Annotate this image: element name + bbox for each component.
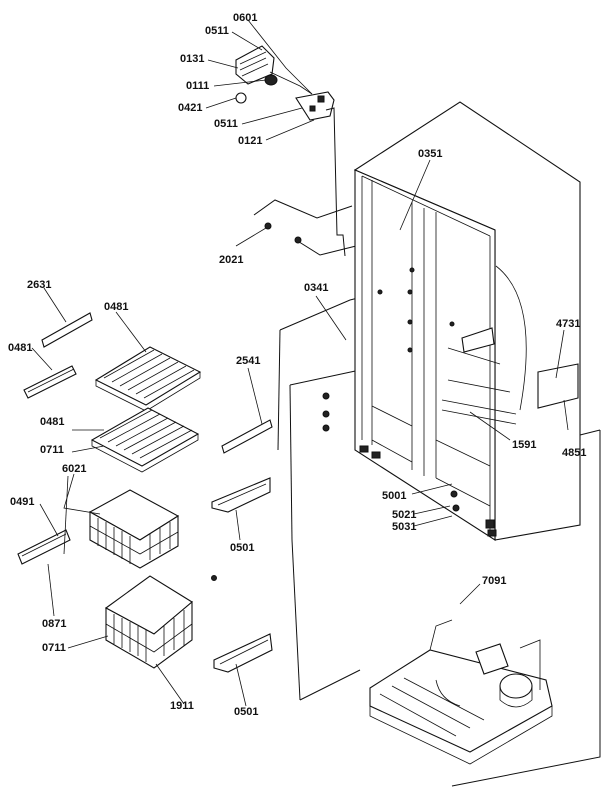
label-4851: 4851: [562, 447, 586, 459]
label-0131: 0131: [180, 53, 204, 65]
leader-lines: [31, 19, 569, 707]
label-0421: 0421: [178, 102, 202, 114]
label-0121: 0121: [238, 135, 262, 147]
label-0491: 0491: [10, 496, 34, 508]
label-0481-left: 0481: [8, 342, 32, 354]
label-5001: 5001: [382, 490, 406, 502]
label-0351: 0351: [418, 148, 442, 160]
label-0511-bottom: 0511: [214, 118, 238, 130]
label-1911: 1911: [170, 700, 194, 712]
glass-shelves: [90, 346, 202, 473]
label-0871: 0871: [42, 618, 66, 630]
label-0481-mid: 0481: [40, 416, 64, 428]
cabinet: [353, 101, 581, 542]
label-0711-lower: 0711: [42, 642, 66, 654]
label-0111: 0111: [186, 80, 209, 92]
label-1591: 1591: [512, 439, 536, 451]
label-0511-top: 0511: [205, 25, 229, 37]
label-0601: 0601: [233, 12, 257, 24]
fan-motor-assembly: [235, 45, 335, 121]
label-0341: 0341: [304, 282, 328, 294]
label-2631: 2631: [27, 279, 51, 291]
label-4731: 4731: [556, 318, 580, 330]
label-0501-lower: 0501: [234, 706, 258, 718]
part-number-labels: 0601 0511 0131 0111 0421 0511 0121 0351 …: [8, 12, 586, 718]
label-5031: 5031: [392, 521, 416, 533]
wire-baskets: [88, 489, 193, 669]
label-7091: 7091: [482, 575, 506, 587]
label-0501-upper: 0501: [230, 542, 254, 554]
shelf-rails: [17, 312, 273, 673]
label-0481-top: 0481: [104, 301, 128, 313]
label-6021: 6021: [62, 463, 86, 475]
label-0711-upper: 0711: [40, 444, 64, 456]
label-2021: 2021: [219, 254, 243, 266]
label-2541: 2541: [236, 355, 260, 367]
label-5021: 5021: [392, 509, 416, 521]
machine-compartment: [369, 619, 553, 765]
cabinet-screws: [211, 222, 460, 581]
